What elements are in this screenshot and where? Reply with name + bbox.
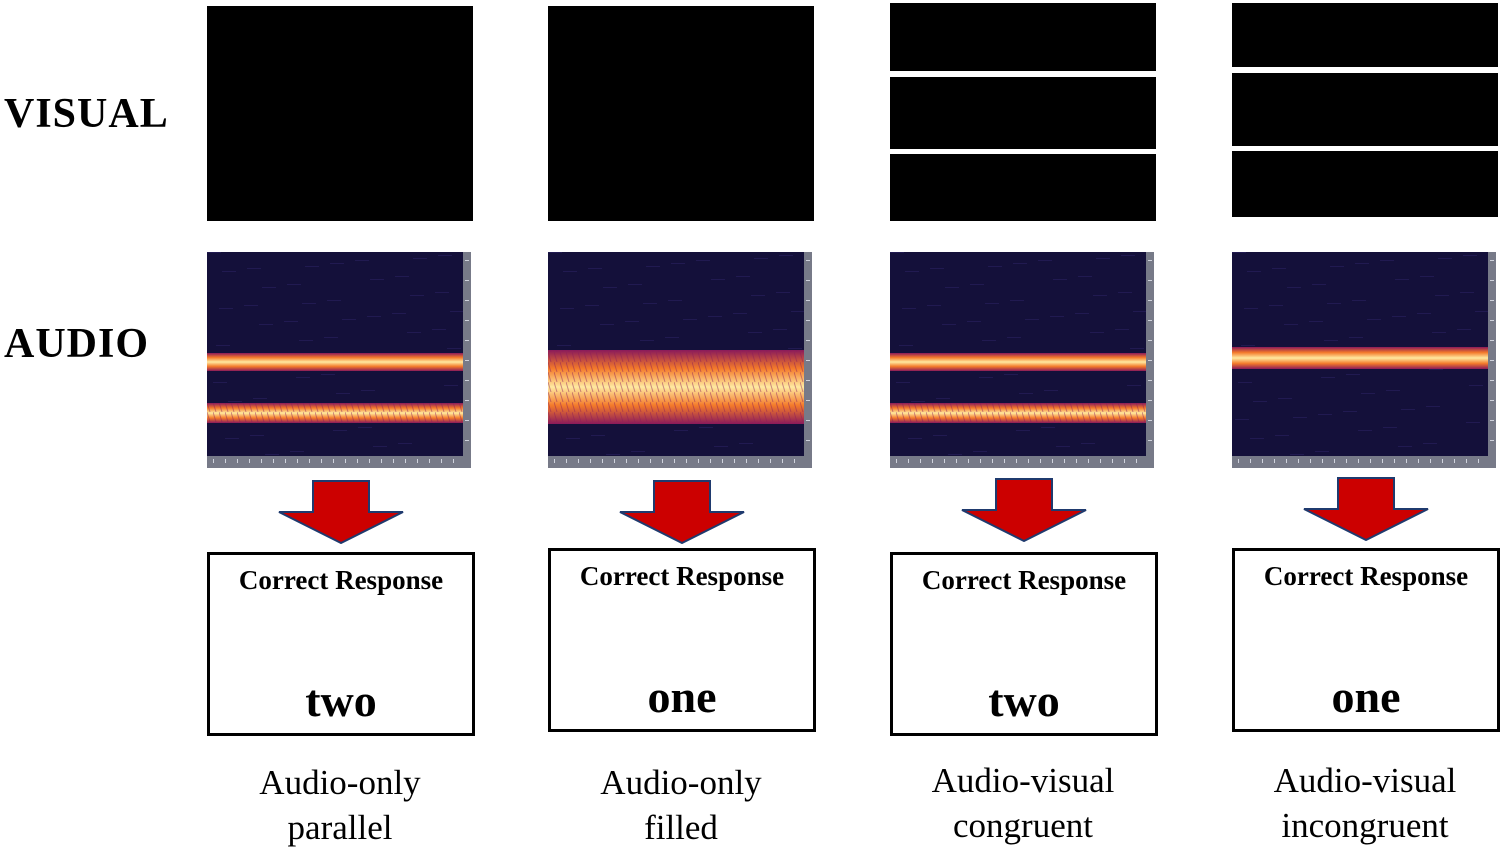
condition-caption: Audio-only filled	[548, 760, 814, 850]
visual-stimulus	[207, 6, 473, 221]
visual-bar	[1232, 3, 1498, 67]
caption-line: Audio-only	[600, 763, 762, 802]
audio-row-label: AUDIO	[4, 321, 150, 367]
condition-column: Correct Response one Audio-visual incong…	[1232, 0, 1500, 849]
visual-bar	[207, 6, 473, 221]
caption-line: Audio-only	[259, 763, 421, 802]
audio-spectrogram	[207, 252, 471, 468]
visual-bar	[890, 154, 1156, 221]
down-arrow-icon	[961, 478, 1087, 542]
condition-caption: Audio-visual congruent	[890, 758, 1156, 848]
caption-line: congruent	[953, 806, 1093, 845]
correct-response-box: Correct Response two	[207, 552, 475, 736]
caption-line: filled	[644, 808, 718, 847]
down-arrow-icon	[278, 480, 404, 544]
down-arrow-icon	[619, 480, 745, 544]
response-title: Correct Response	[579, 561, 785, 591]
correct-response-box: Correct Response two	[890, 552, 1158, 736]
visual-bar	[890, 3, 1156, 71]
caption-line: incongruent	[1281, 806, 1449, 845]
audio-spectrogram	[1232, 252, 1496, 468]
audio-spectrogram	[890, 252, 1154, 468]
correct-response-box: Correct Response one	[548, 548, 816, 732]
down-arrow-icon	[1303, 477, 1429, 541]
condition-column: Correct Response one Audio-only filled	[548, 0, 818, 849]
visual-row-label: VISUAL	[4, 91, 169, 137]
caption-line: Audio-visual	[1273, 761, 1457, 800]
visual-stimulus	[890, 3, 1156, 221]
response-answer: one	[1331, 671, 1401, 722]
condition-column: Correct Response two Audio-visual congru…	[890, 0, 1160, 849]
caption-line: Audio-visual	[931, 761, 1115, 800]
audio-spectrogram	[548, 252, 812, 468]
response-answer: one	[647, 671, 717, 722]
visual-stimulus	[1232, 3, 1498, 217]
visual-bar	[890, 77, 1156, 149]
condition-caption: Audio-visual incongruent	[1232, 758, 1498, 848]
visual-bar	[548, 6, 814, 221]
response-answer: two	[988, 675, 1060, 726]
response-answer: two	[305, 675, 377, 726]
correct-response-box: Correct Response one	[1232, 548, 1500, 732]
response-title: Correct Response	[238, 565, 444, 595]
visual-bar	[1232, 73, 1498, 146]
response-title: Correct Response	[921, 565, 1127, 595]
condition-column: Correct Response two Audio-only parallel	[207, 0, 477, 849]
condition-caption: Audio-only parallel	[207, 760, 473, 850]
visual-stimulus	[548, 6, 814, 221]
visual-bar	[1232, 151, 1498, 217]
response-title: Correct Response	[1263, 561, 1469, 591]
caption-line: parallel	[287, 808, 393, 847]
